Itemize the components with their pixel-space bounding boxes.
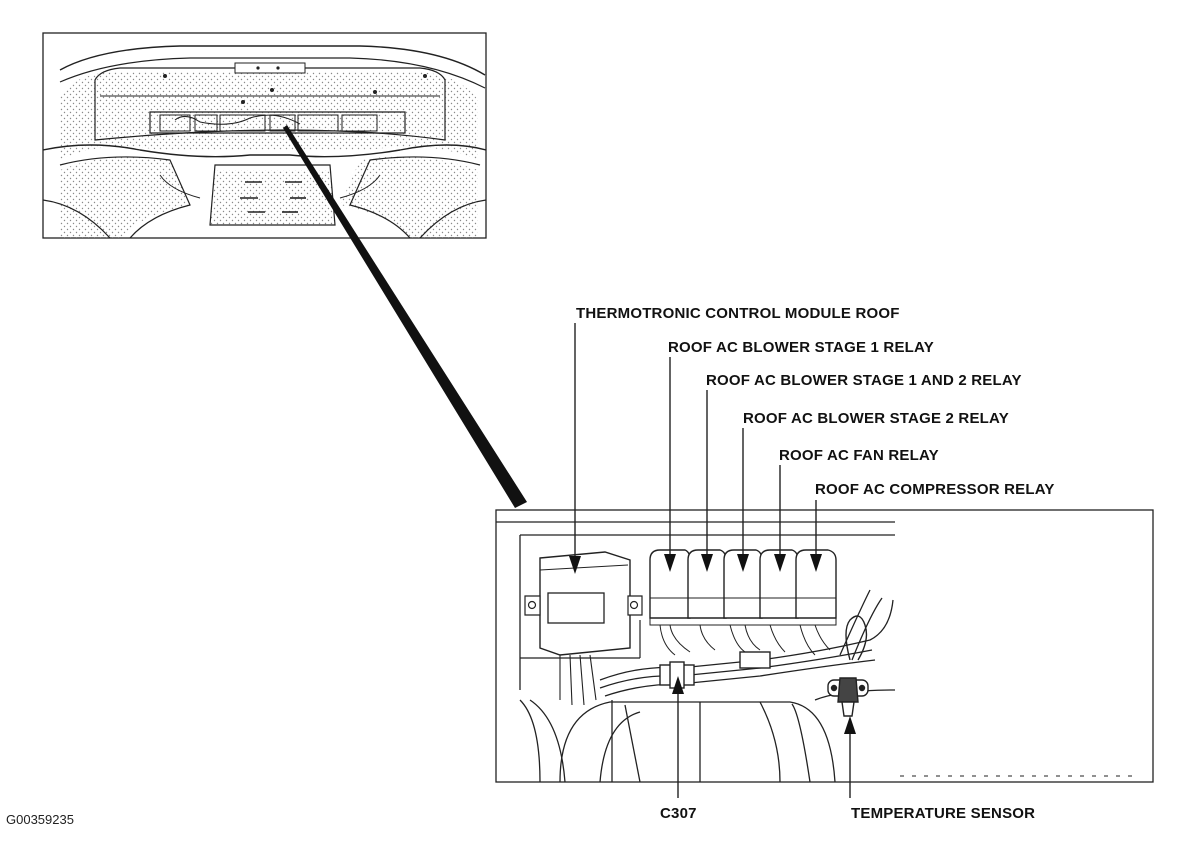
label-roof-ac-compressor-relay: ROOF AC COMPRESSOR RELAY — [815, 481, 1055, 498]
leader-compressor-relay — [810, 500, 822, 572]
zoom-callout-pointer — [283, 125, 527, 508]
c307-connector-drawing — [659, 651, 771, 689]
leader-blower-stage-1 — [664, 357, 676, 572]
label-roof-ac-fan-relay: ROOF AC FAN RELAY — [779, 447, 939, 464]
label-roof-ac-blower-stage-1-relay: ROOF AC BLOWER STAGE 1 RELAY — [668, 339, 934, 356]
leader-thermotronic-module — [569, 323, 581, 574]
label-thermotronic-control-module-roof: THERMOTRONIC CONTROL MODULE ROOF — [576, 305, 900, 322]
thermotronic-module-drawing — [524, 551, 643, 706]
leader-temperature-sensor — [844, 716, 856, 798]
leader-blower-stage-1-and-2 — [701, 390, 713, 572]
leader-c307 — [672, 676, 684, 798]
relay-block — [649, 549, 837, 626]
relay-detail-view — [495, 509, 1154, 783]
leader-blower-stage-2 — [737, 428, 749, 572]
label-c307: C307 — [660, 805, 697, 822]
callout-leaders — [569, 323, 856, 798]
label-temperature-sensor: TEMPERATURE SENSOR — [851, 805, 1035, 822]
leader-fan-relay — [774, 465, 786, 572]
label-roof-ac-blower-stage-1-and-2-relay: ROOF AC BLOWER STAGE 1 AND 2 RELAY — [706, 372, 1022, 389]
temperature-sensor-drawing — [827, 615, 869, 717]
label-roof-ac-blower-stage-2-relay: ROOF AC BLOWER STAGE 2 RELAY — [743, 410, 1009, 427]
roof-overview-inset — [42, 32, 487, 239]
figure-id: G00359235 — [6, 812, 74, 827]
